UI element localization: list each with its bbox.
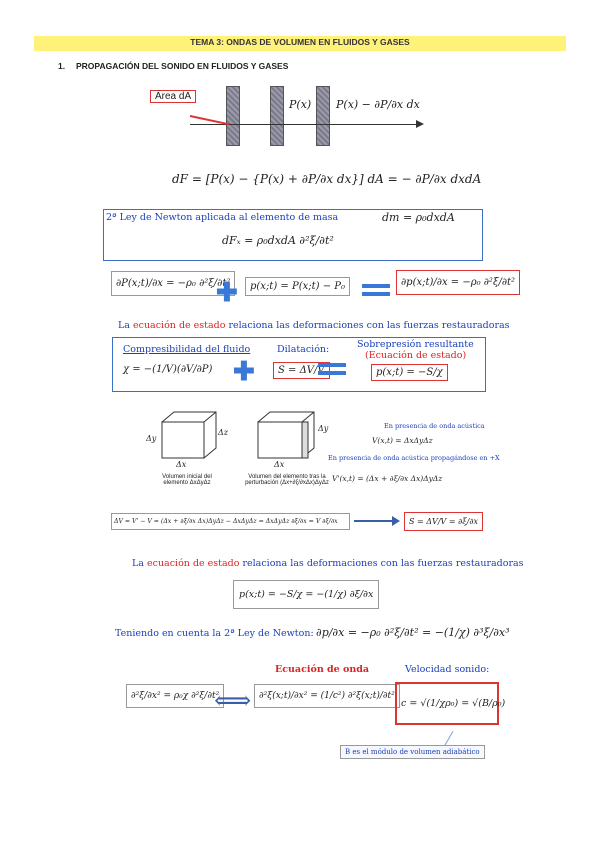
overpressure-eq-box: ∂p(x;t)/∂x = −ρ₀ ∂²ξ/∂t² — [396, 270, 521, 295]
newton-force-equation: dFₓ = ρ₀dxdA ∂²ξ/∂t² — [222, 234, 334, 247]
plus-icon-2: ✚ — [233, 356, 255, 386]
plate-1 — [226, 86, 240, 146]
overpressure-def-box: p(x;t) = P(x;t) − P₀ — [245, 277, 350, 296]
cube1-caption: Volumen inicial del elemento ΔxΔyΔz — [162, 474, 212, 486]
note-acoustic-1: En presencia de onda acústica — [384, 422, 485, 430]
overpressure-label-1: Sobrepresión resultante — [357, 339, 474, 350]
cube2-caption: Volumen del elemento tras la perturbació… — [245, 474, 329, 486]
state-key-2: ecuación de estado — [147, 558, 240, 569]
state-sentence-2: La ecuación de estado relaciona las defo… — [132, 558, 524, 569]
state-sentence-1: La ecuación de estado relaciona las defo… — [118, 320, 510, 331]
wave-left-equation: ∂²ξ/∂x² = ρ₀χ ∂²ξ/∂t² — [126, 684, 225, 708]
newton-box: 2ª Ley de Newton aplicada al elemento de… — [103, 209, 483, 261]
p-state-equation: p(x;t) = −S/χ = −(1/χ) ∂ξ/∂x — [233, 580, 380, 609]
state-box: Compresibilidad del fluido χ = −(1/V)(∂V… — [112, 337, 486, 392]
section-number: 1. — [58, 61, 66, 71]
fig-plates: Área dA P(x) P(x) − ∂P/∂x dx — [150, 86, 430, 156]
page-title: TEMA 3: ONDAS DE VOLUMEN EN FLUIDOS Y GA… — [190, 37, 410, 47]
area-label: Área dA — [150, 90, 197, 103]
mass-equation: dm = ρ₀dxdA — [382, 211, 455, 224]
pressure-right: P(x) − ∂P/∂x dx — [336, 98, 420, 111]
force-equation: dF = [P(x) − {P(x) + ∂P/∂x dx}] dA = − ∂… — [172, 172, 482, 186]
dy-label-2: Δy — [318, 424, 329, 433]
cubes-drawing — [161, 411, 315, 459]
compress-label: Compresibilidad del fluido — [123, 344, 251, 355]
state-post-1: relaciona las deformaciones con las fuer… — [225, 320, 510, 331]
state-post-2: relaciona las deformaciones con las fuer… — [239, 558, 524, 569]
overpressure-label-2: (Ecuación de estado) — [365, 350, 467, 361]
overpressure-state-eq: p(x;t) = −S/χ — [371, 364, 448, 381]
arrow-head — [416, 120, 424, 128]
dv-equation: ΔV = V' − V = (Δx + ∂ξ/∂x Δx)ΔyΔz − ΔxΔy… — [111, 513, 350, 530]
right-arrow-icon — [354, 520, 394, 522]
speed-equation: c = √(1/χρ₀) = √(B/ρ₀) — [395, 682, 505, 725]
section-heading: 1. PROPAGACIÓN DEL SONIDO EN FLUIDOS Y GA… — [58, 61, 288, 71]
volume-perturbed: V'(x,t) = (Δx + ∂ξ/∂x Δx)ΔyΔz — [332, 474, 443, 483]
right-arrowhead — [392, 516, 400, 526]
pressure-left: P(x) — [289, 98, 312, 111]
arrow-line — [190, 124, 420, 125]
dx-label-2: Δx — [274, 460, 285, 469]
volume-initial: V(x,t) = ΔxΔyΔz — [372, 436, 433, 445]
s-equation: S = ΔV/V = ∂ξ/∂x — [404, 512, 483, 531]
newton-label: 2ª Ley de Newton aplicada al elemento de… — [106, 212, 339, 223]
double-arrow-icon: ⟺ — [214, 686, 252, 716]
state-pre-1: La — [118, 320, 133, 331]
speed-label: Velocidad sonido: — [405, 664, 490, 675]
state-pre-2: La — [132, 558, 147, 569]
newton2-equation: ∂p/∂x = −ρ₀ ∂²ξ/∂t² = −(1/χ) ∂³ξ/∂x³ — [316, 626, 510, 639]
dilation-label: Dilatación: — [277, 344, 330, 355]
title-highlight — [34, 36, 566, 51]
bulk-modulus-note: B es el módulo de volumen adiabático — [340, 745, 485, 759]
wave-equation: ∂²ξ(x;t)/∂x² = (1/c²) ∂²ξ(x;t)/∂t² — [254, 684, 400, 708]
dy-label-1: Δy — [146, 434, 157, 443]
newton2-label: Teniendo en cuenta la 2ª Ley de Newton: — [115, 628, 314, 639]
momentum-eq-box: ∂P(x;t)/∂x = −ρ₀ ∂²ξ/∂t² — [111, 271, 236, 296]
equals-icon — [362, 284, 390, 296]
plus-icon: ✚ — [216, 277, 238, 307]
dz-label-1: Δz — [218, 428, 228, 437]
dilation-eq: S = ΔV/V — [273, 362, 330, 379]
plate-3 — [316, 86, 330, 146]
dx-label-1: Δx — [176, 460, 187, 469]
cubes-figure: Δy Δx Δz Δy Δx Volumen inicial del eleme… — [140, 402, 340, 502]
compress-eq: χ = −(1/V)(∂V/∂P) — [123, 364, 213, 375]
wave-label: Ecuación de onda — [275, 664, 370, 675]
plate-2 — [270, 86, 284, 146]
state-key-1: ecuación de estado — [133, 320, 226, 331]
equals-icon-2 — [318, 363, 346, 375]
note-acoustic-2: En presencia de onda acústica propagándo… — [328, 454, 500, 462]
section-title: PROPAGACIÓN DEL SONIDO EN FLUIDOS Y GASE… — [76, 61, 289, 71]
